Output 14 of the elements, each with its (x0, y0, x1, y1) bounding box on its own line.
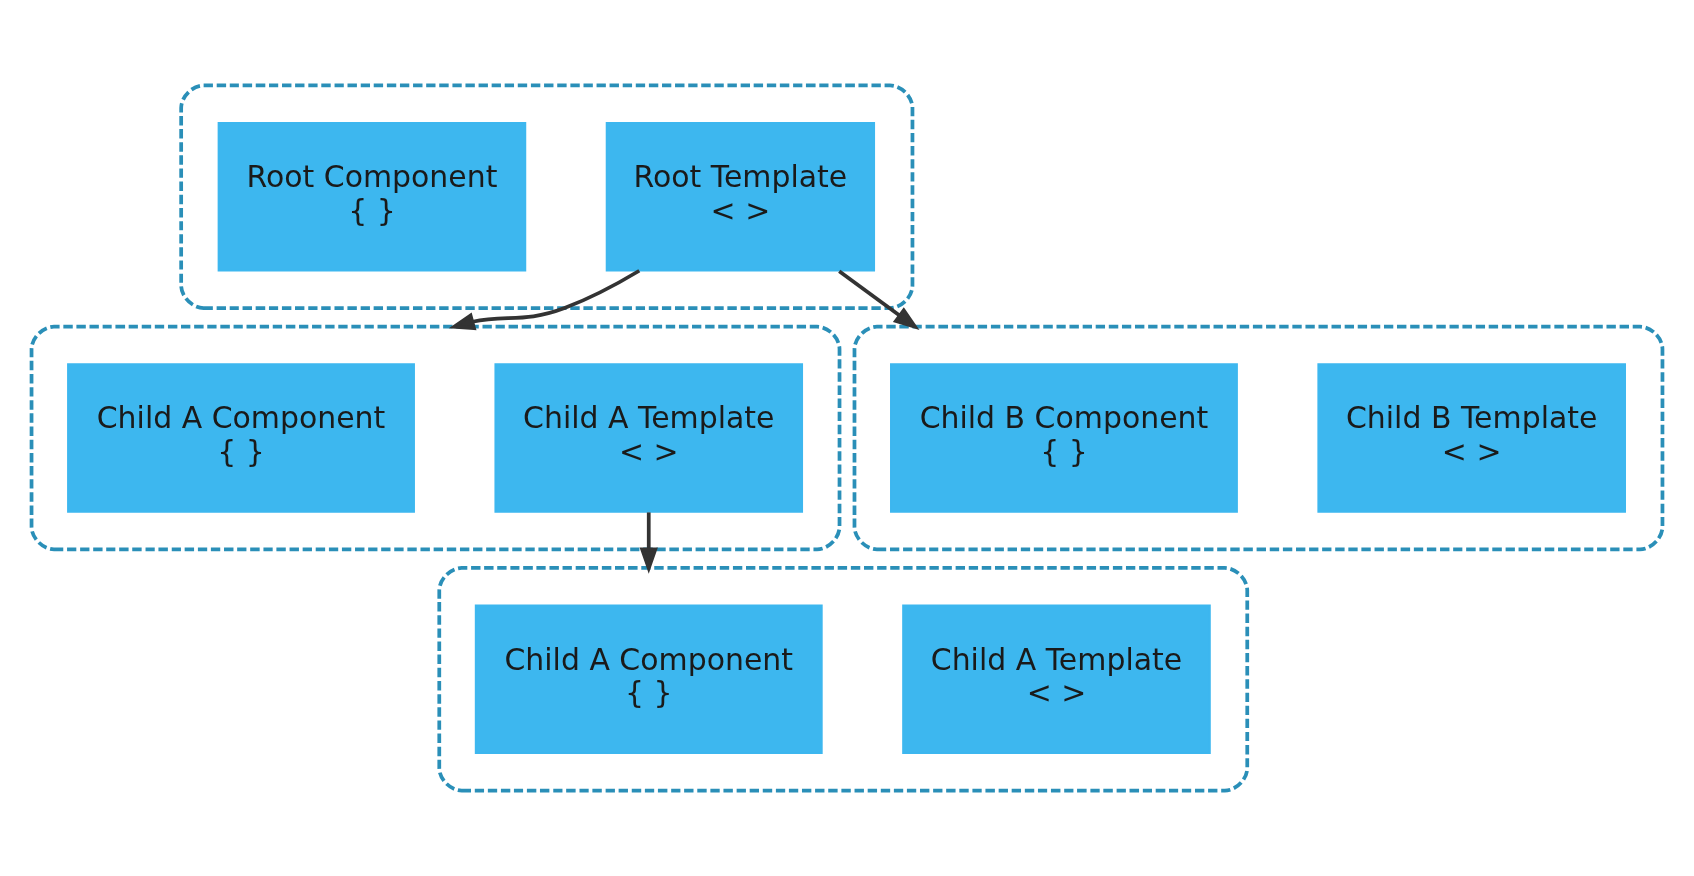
arrow (838, 269, 920, 331)
node-box: Root Template < > (605, 121, 876, 272)
node-box: Child A Component { } (474, 604, 823, 755)
arrow (639, 512, 658, 574)
node-box: Child A Template < > (494, 363, 804, 513)
node-box: Child A Component { } (67, 363, 415, 513)
arrow (448, 269, 641, 331)
node-box: Child B Template < > (1317, 363, 1626, 513)
node-box: Child A Template < > (902, 604, 1211, 755)
node-box: Root Component { } (217, 121, 527, 272)
cluster (437, 566, 1250, 793)
node-box: Child B Component { } (890, 363, 1238, 513)
cluster (179, 83, 915, 310)
cluster (852, 324, 1665, 552)
